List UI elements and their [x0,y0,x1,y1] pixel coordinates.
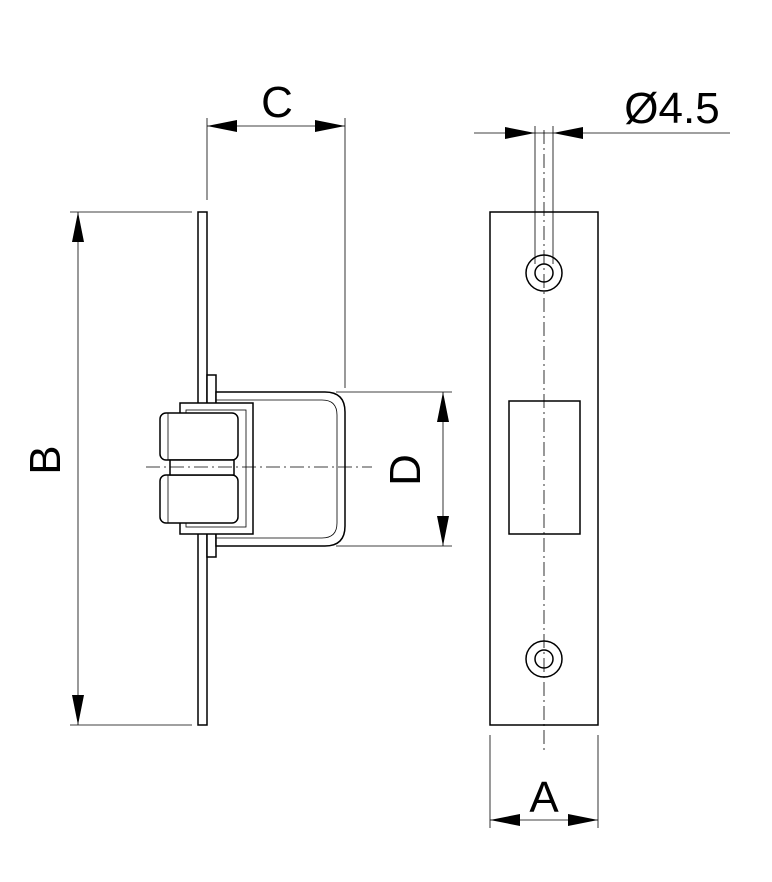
dim-b-label: B [21,445,70,474]
dimension-hole: Ø4.5 [474,84,730,139]
dimension-d: D [336,391,452,547]
dim-c-label: C [261,78,293,127]
dim-b-arrow-top [72,212,84,242]
front-view [489,126,599,752]
dim-a-arrow-right [568,814,598,826]
latch-opening [508,400,581,535]
dim-b-arrow-bottom [72,695,84,725]
roller-top [159,412,239,461]
dim-c-arrow-left [207,120,237,132]
dim-c-arrow-right [315,120,345,132]
dimension-b: B [21,211,192,726]
dim-hole-label: Ø4.5 [624,84,719,133]
dimension-a: A [489,735,599,828]
dim-a-arrow-left [490,814,520,826]
dimension-c: C [206,78,346,388]
roller-axle [169,459,235,476]
dim-d-arrow-top [437,392,449,422]
roller-bottom [159,474,239,524]
bracket-inner [216,399,338,539]
dim-d-label: D [381,454,430,486]
dim-a-label: A [529,773,559,822]
dim-hole-arrow-left [505,127,535,139]
dim-hole-arrow-right [553,127,583,139]
side-view [146,211,372,726]
dim-d-arrow-bottom [437,516,449,546]
